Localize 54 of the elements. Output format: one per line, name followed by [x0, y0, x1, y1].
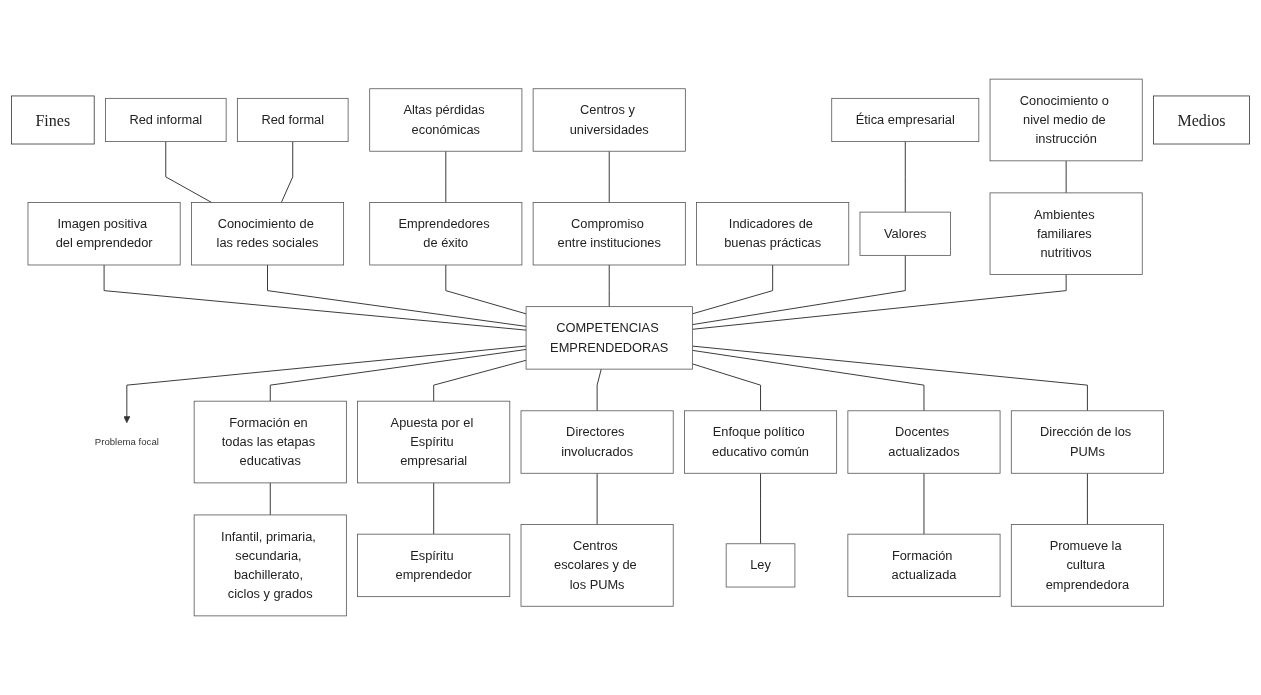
connector: [1086, 472, 1088, 526]
node-box: Indicadores de buenas prácticas: [696, 202, 850, 266]
node-box: Red formal: [236, 97, 349, 142]
connector: [691, 363, 761, 412]
node-box: Fines: [11, 95, 95, 145]
node-box: Directores involucrados: [520, 410, 674, 474]
node-box: Centros escolares y de los PUMs: [520, 524, 674, 607]
node-box: Espíritu emprendedor: [357, 533, 511, 598]
node-box: Conocimiento o nivel medio de instrucción: [989, 78, 1143, 162]
connector: [280, 141, 294, 203]
connector: [691, 274, 1067, 330]
connector: [596, 368, 602, 412]
node-box: Enfoque político educativo común: [684, 410, 838, 474]
node-text: Problema focal: [94, 436, 159, 448]
connector: [608, 264, 610, 308]
node-box: Formación actualizada: [847, 533, 1001, 598]
connector: [691, 254, 906, 326]
node-box: Apuesta por el Espíritu empresarial: [357, 400, 511, 484]
node-box: Medios: [1153, 95, 1250, 145]
connector: [165, 141, 213, 203]
connector: [760, 472, 761, 545]
node-box: Red informal: [105, 97, 227, 142]
connector: [608, 150, 610, 203]
node-box: Conocimiento de las redes sociales: [191, 202, 344, 266]
connector: [691, 349, 925, 412]
node-box: Altas pérdidas económicas: [369, 88, 523, 152]
connector: [445, 264, 527, 315]
node-box: Promueve la cultura emprendedora: [1010, 524, 1164, 607]
node-box: COMPETENCIAS EMPRENDEDORAS: [525, 306, 693, 370]
connector: [1065, 160, 1067, 194]
connector: [267, 264, 527, 327]
connector: [904, 141, 906, 213]
node-box: Docentes actualizados: [847, 410, 1001, 474]
connector: [269, 482, 271, 516]
connector: [433, 482, 435, 535]
node-box: Centros y universidades: [532, 88, 686, 152]
connector: [445, 150, 447, 203]
node-box: Formación en todas las etapas educativas: [193, 400, 347, 484]
node-box: Emprendedores de éxito: [369, 202, 523, 266]
node-box: Dirección de los PUMs: [1010, 410, 1164, 474]
connector: [433, 359, 527, 402]
connector: [691, 264, 774, 315]
node-box: Ley: [725, 543, 796, 588]
connector: [691, 345, 1088, 412]
connector: [596, 472, 598, 526]
node-box: Ética empresarial: [831, 97, 980, 142]
node-box: Imagen positiva del emprendedor: [27, 202, 181, 266]
node-box: Infantil, primaria, secundaria, bachillerato, ciclos y grados: [193, 514, 347, 617]
node-box: Valores: [859, 211, 951, 256]
connector: [923, 472, 925, 535]
connector: [269, 349, 527, 402]
node-box: Compromiso entre instituciones: [532, 202, 686, 266]
node-box: Ambientes familiares nutritivos: [989, 192, 1143, 275]
connector: [103, 264, 527, 331]
